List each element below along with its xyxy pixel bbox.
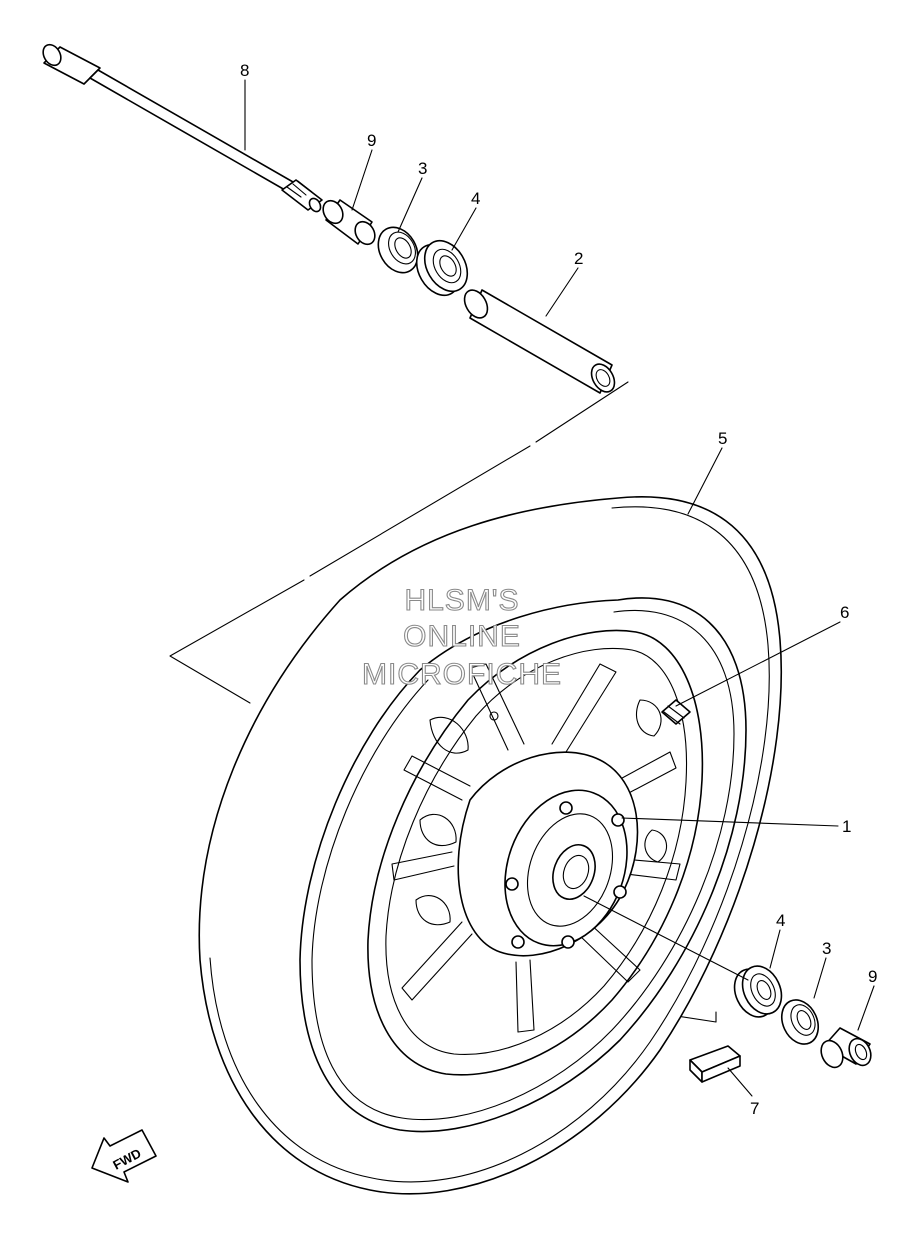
callout-bearing-bottom: 4 xyxy=(776,911,785,930)
watermark-line-1: HLSM'S xyxy=(404,584,519,617)
callout-valve: 6 xyxy=(840,603,849,622)
callout-oil-seal-bottom: 3 xyxy=(822,939,831,958)
collar-top-part[interactable] xyxy=(319,197,379,248)
spacer-part[interactable] xyxy=(460,286,619,396)
callout-tire: 5 xyxy=(718,429,727,448)
oil-seal-top-part[interactable] xyxy=(370,220,425,280)
watermark: HLSM'S ONLINE MICROFICHE xyxy=(361,583,562,691)
collar-bottom-part[interactable] xyxy=(817,1027,875,1071)
forward-arrow-icon: FWD xyxy=(91,1129,157,1183)
callout-oil-seal-top: 3 xyxy=(418,159,427,178)
callout-labels: 8 9 3 4 2 5 6 1 4 3 9 7 xyxy=(240,61,877,1118)
callout-bearing-top: 4 xyxy=(471,189,480,208)
axle-part[interactable] xyxy=(40,41,323,213)
wheel-hub xyxy=(457,751,639,957)
oil-seal-bottom-part[interactable] xyxy=(775,994,825,1050)
callout-balance-weight: 7 xyxy=(750,1099,759,1118)
watermark-line-2: ONLINE xyxy=(403,620,521,653)
callout-collar-top: 9 xyxy=(367,131,376,150)
cast-wheel-part[interactable] xyxy=(367,629,704,1076)
bearing-bottom-part[interactable] xyxy=(727,960,789,1024)
callout-leader-lines xyxy=(244,79,875,1097)
callout-spacer: 2 xyxy=(574,249,583,268)
balance-weight-part[interactable] xyxy=(689,1045,741,1083)
callout-axle: 8 xyxy=(240,61,249,80)
bearing-top-part[interactable] xyxy=(408,233,476,303)
watermark-line-3: MICROFICHE xyxy=(362,658,562,691)
wheel-spokes xyxy=(391,663,681,1033)
callout-collar-bottom: 9 xyxy=(868,967,877,986)
callout-cast-wheel: 1 xyxy=(842,817,851,836)
valve-part[interactable] xyxy=(661,699,691,725)
